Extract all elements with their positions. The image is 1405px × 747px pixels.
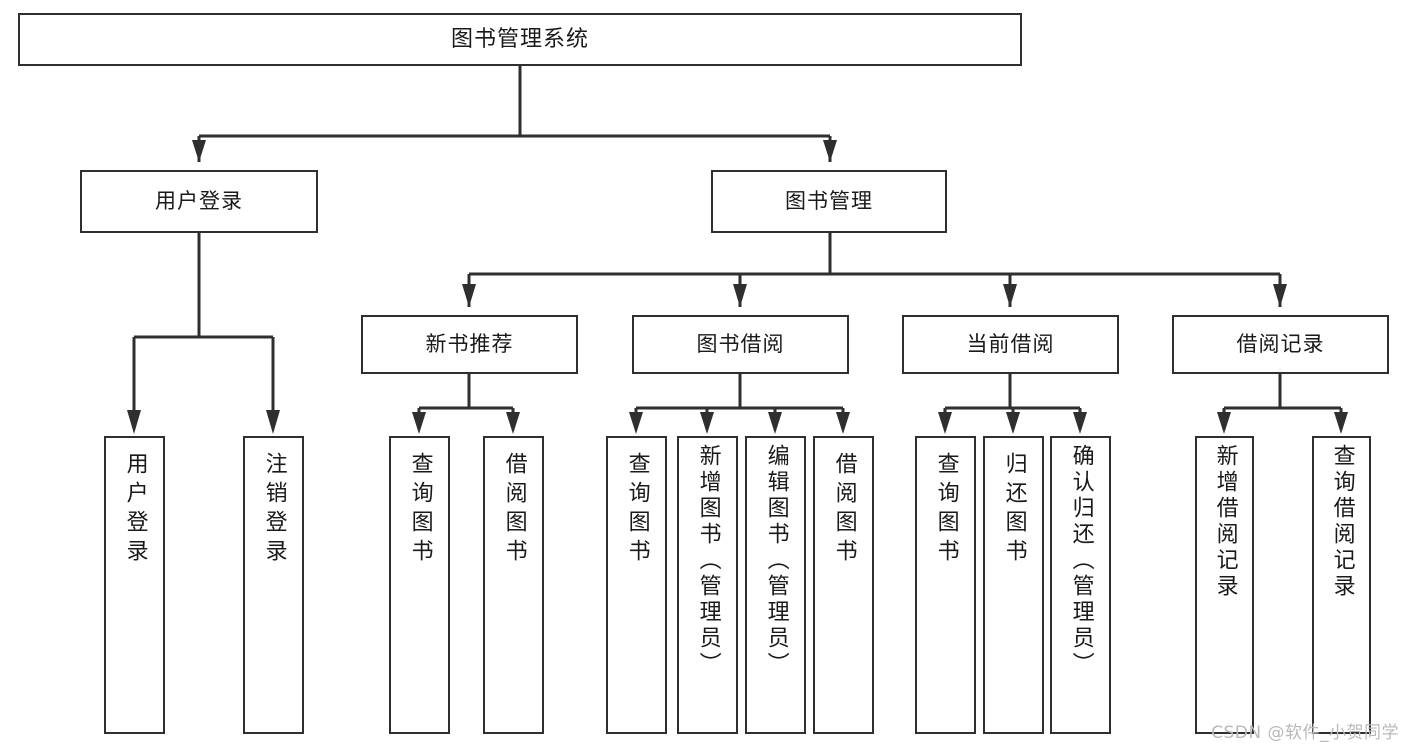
- node-label: 查询借阅记录: [1329, 444, 1355, 600]
- leaf-new-book-borrow-book[interactable]: 借阅图书: [483, 436, 544, 734]
- leaf-user-login-logout[interactable]: 注销登录: [243, 436, 304, 734]
- leaf-book-borrow-add-book-admin[interactable]: 新增图书（管理员）: [677, 436, 738, 734]
- leaf-user-login-login[interactable]: 用户登录: [104, 436, 165, 734]
- node-label: 归还图书: [1001, 452, 1027, 568]
- node-label: 图书管理: [785, 189, 873, 214]
- node-root-book-management-system[interactable]: 图书管理系统: [18, 13, 1022, 66]
- node-label: 查询图书: [933, 452, 959, 568]
- node-label: 注销登录: [261, 452, 287, 568]
- leaf-borrow-record-add-record[interactable]: 新增借阅记录: [1195, 436, 1254, 734]
- leaf-current-borrow-query-book[interactable]: 查询图书: [915, 436, 976, 734]
- node-label: 用户登录: [122, 452, 148, 568]
- node-borrow-record[interactable]: 借阅记录: [1172, 315, 1389, 374]
- node-label: 查询图书: [407, 452, 433, 568]
- csdn-watermark: CSDN @软件_小贺同学: [1211, 723, 1399, 743]
- node-user-login[interactable]: 用户登录: [80, 170, 318, 233]
- leaf-book-borrow-query-book[interactable]: 查询图书: [606, 436, 667, 734]
- node-label: 借阅图书: [501, 452, 527, 568]
- node-new-book-recommend[interactable]: 新书推荐: [361, 315, 578, 374]
- node-label: 新增图书（管理员）: [695, 444, 721, 678]
- node-label: 查询图书: [624, 452, 650, 568]
- node-label: 新增借阅记录: [1212, 444, 1238, 600]
- node-label: 编辑图书（管理员）: [763, 444, 789, 678]
- leaf-current-borrow-confirm-return-admin[interactable]: 确认归还（管理员）: [1050, 436, 1111, 734]
- leaf-borrow-record-query-record[interactable]: 查询借阅记录: [1312, 436, 1371, 734]
- node-current-borrow[interactable]: 当前借阅: [902, 315, 1119, 374]
- leaf-new-book-query-book[interactable]: 查询图书: [389, 436, 450, 734]
- node-label: 借阅图书: [831, 452, 857, 568]
- node-label: 新书推荐: [425, 332, 514, 357]
- node-label: 图书管理系统: [450, 26, 589, 52]
- node-label: 图书借阅: [696, 332, 785, 357]
- node-book-management[interactable]: 图书管理: [711, 170, 947, 233]
- leaf-current-borrow-return-book[interactable]: 归还图书: [983, 436, 1044, 734]
- leaf-book-borrow-borrow-book[interactable]: 借阅图书: [813, 436, 874, 734]
- node-label: 确认归还（管理员）: [1068, 444, 1094, 678]
- node-label: 当前借阅: [966, 332, 1055, 357]
- node-book-borrow[interactable]: 图书借阅: [632, 315, 849, 374]
- node-label: 用户登录: [155, 189, 243, 214]
- node-label: 借阅记录: [1236, 332, 1325, 357]
- leaf-book-borrow-edit-book-admin[interactable]: 编辑图书（管理员）: [745, 436, 806, 734]
